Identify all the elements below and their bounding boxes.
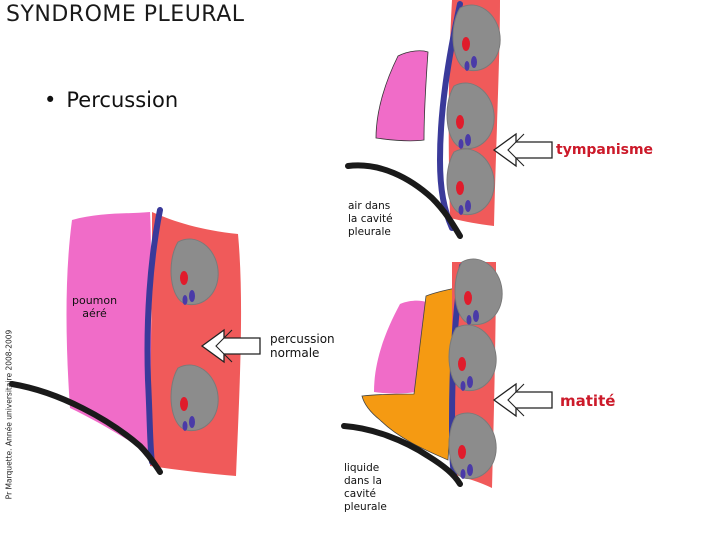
collapsed-lung-shape [375, 50, 429, 142]
page-title: SYNDROME PLEURAL [6, 2, 245, 27]
label-normal-percussion: percussion normale [270, 332, 335, 360]
effusion-diaphragm [341, 423, 463, 487]
effusion-lung-shape [374, 300, 426, 394]
pneumo-pleura [436, 1, 463, 231]
label-pneumothorax: air dans la cavité pleurale [348, 200, 393, 238]
normal-diaphragm [9, 381, 163, 475]
label-effusion: liquide dans la cavité pleurale [344, 462, 387, 513]
pneumo-diaphragm [345, 162, 463, 239]
panel-pneumothorax [345, 0, 553, 239]
label-normal-lung: poumon aéré [72, 294, 118, 320]
normal-pleura [144, 207, 163, 465]
finding-tympanism: tympanisme [556, 142, 654, 158]
bullet-dot: • [44, 88, 57, 112]
tympanism-arrow [493, 133, 553, 167]
bullet-item: • Percussion [44, 88, 178, 112]
dullness-arrow [493, 383, 553, 417]
bullet-text: Percussion [66, 88, 179, 112]
panel-normal [9, 207, 261, 476]
normal-lung-shape [66, 212, 153, 455]
finding-dullness: matité [560, 392, 616, 410]
panel-effusion [341, 258, 553, 488]
